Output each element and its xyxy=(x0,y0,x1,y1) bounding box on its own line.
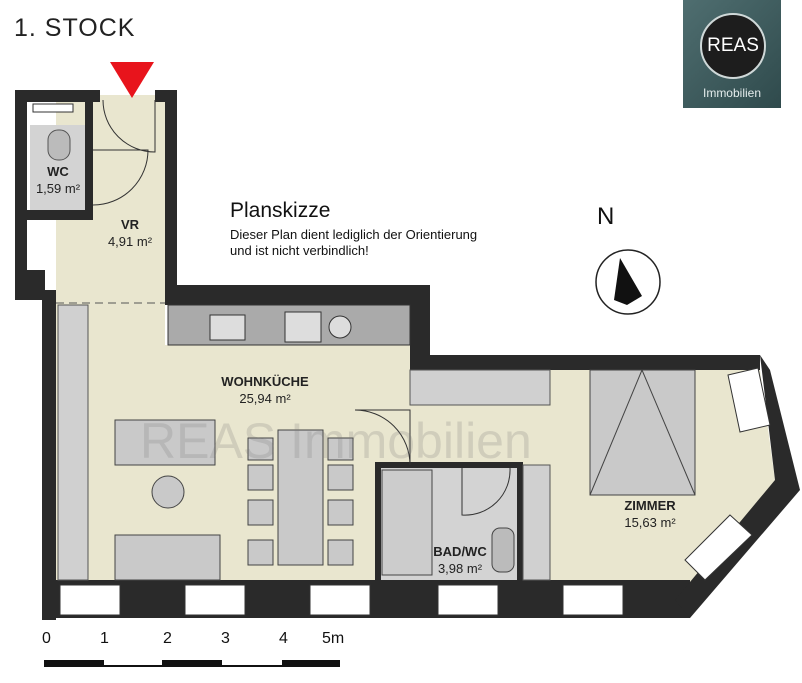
scale-tick: 0 xyxy=(42,630,51,647)
room-area: 4,91 m² xyxy=(107,234,153,249)
windows xyxy=(32,103,771,616)
room-name: ZIMMER xyxy=(624,498,676,513)
logo-subtitle: Immobilien xyxy=(702,86,762,100)
plan-note: Dieser Plan dient lediglich der Orientie… xyxy=(230,227,477,259)
room-area: 25,94 m² xyxy=(239,391,291,406)
scale-tick: 1 xyxy=(100,630,109,647)
sink-icon xyxy=(491,527,515,573)
scale-tick: 2 xyxy=(163,630,172,647)
cooktop-icon xyxy=(284,311,322,343)
sink-kitchen-icon xyxy=(209,314,246,341)
room-name: WOHNKÜCHE xyxy=(221,374,309,389)
north-arrow-icon xyxy=(595,249,661,315)
toilet-icon xyxy=(47,129,71,161)
plan-title: Planskizze xyxy=(230,199,331,222)
room-area: 1,59 m² xyxy=(35,181,81,196)
furniture xyxy=(114,369,696,581)
room-wohnkueche: WOHNKÜCHE 25,94 m² xyxy=(210,373,320,407)
entrance-arrow-icon xyxy=(110,62,154,98)
note-line-2: und ist nicht verbindlich! xyxy=(230,243,369,258)
doors xyxy=(92,99,511,516)
reas-logo[interactable]: REAS Immobilien xyxy=(683,0,781,108)
note-line-1: Dieser Plan dient lediglich der Orientie… xyxy=(230,227,478,242)
room-zimmer: ZIMMER 15,63 m² xyxy=(605,497,695,531)
north-label: N xyxy=(597,203,615,230)
room-name: WC xyxy=(47,164,69,179)
room-name: BAD/WC xyxy=(433,544,487,559)
room-name: VR xyxy=(120,217,140,232)
scale-bar xyxy=(44,660,340,667)
room-area: 15,63 m² xyxy=(624,515,676,530)
oven-icon xyxy=(328,315,352,339)
room-bad-wc: BAD/WC 3,98 m² xyxy=(420,543,500,577)
room-area: 3,98 m² xyxy=(437,561,483,576)
scale-tick: 3 xyxy=(221,630,230,647)
room-wc: WC 1,59 m² xyxy=(28,163,88,197)
scale-tick: 4 xyxy=(279,630,288,647)
logo-name: REAS xyxy=(700,13,766,79)
shower-icon xyxy=(381,469,433,576)
room-vr: VR 4,91 m² xyxy=(95,216,165,250)
floor-title: 1. STOCK xyxy=(14,14,136,42)
scale-tick: 5m xyxy=(322,630,345,647)
wardrobes xyxy=(57,304,551,581)
watermark: REAS Immobilien xyxy=(140,413,532,469)
